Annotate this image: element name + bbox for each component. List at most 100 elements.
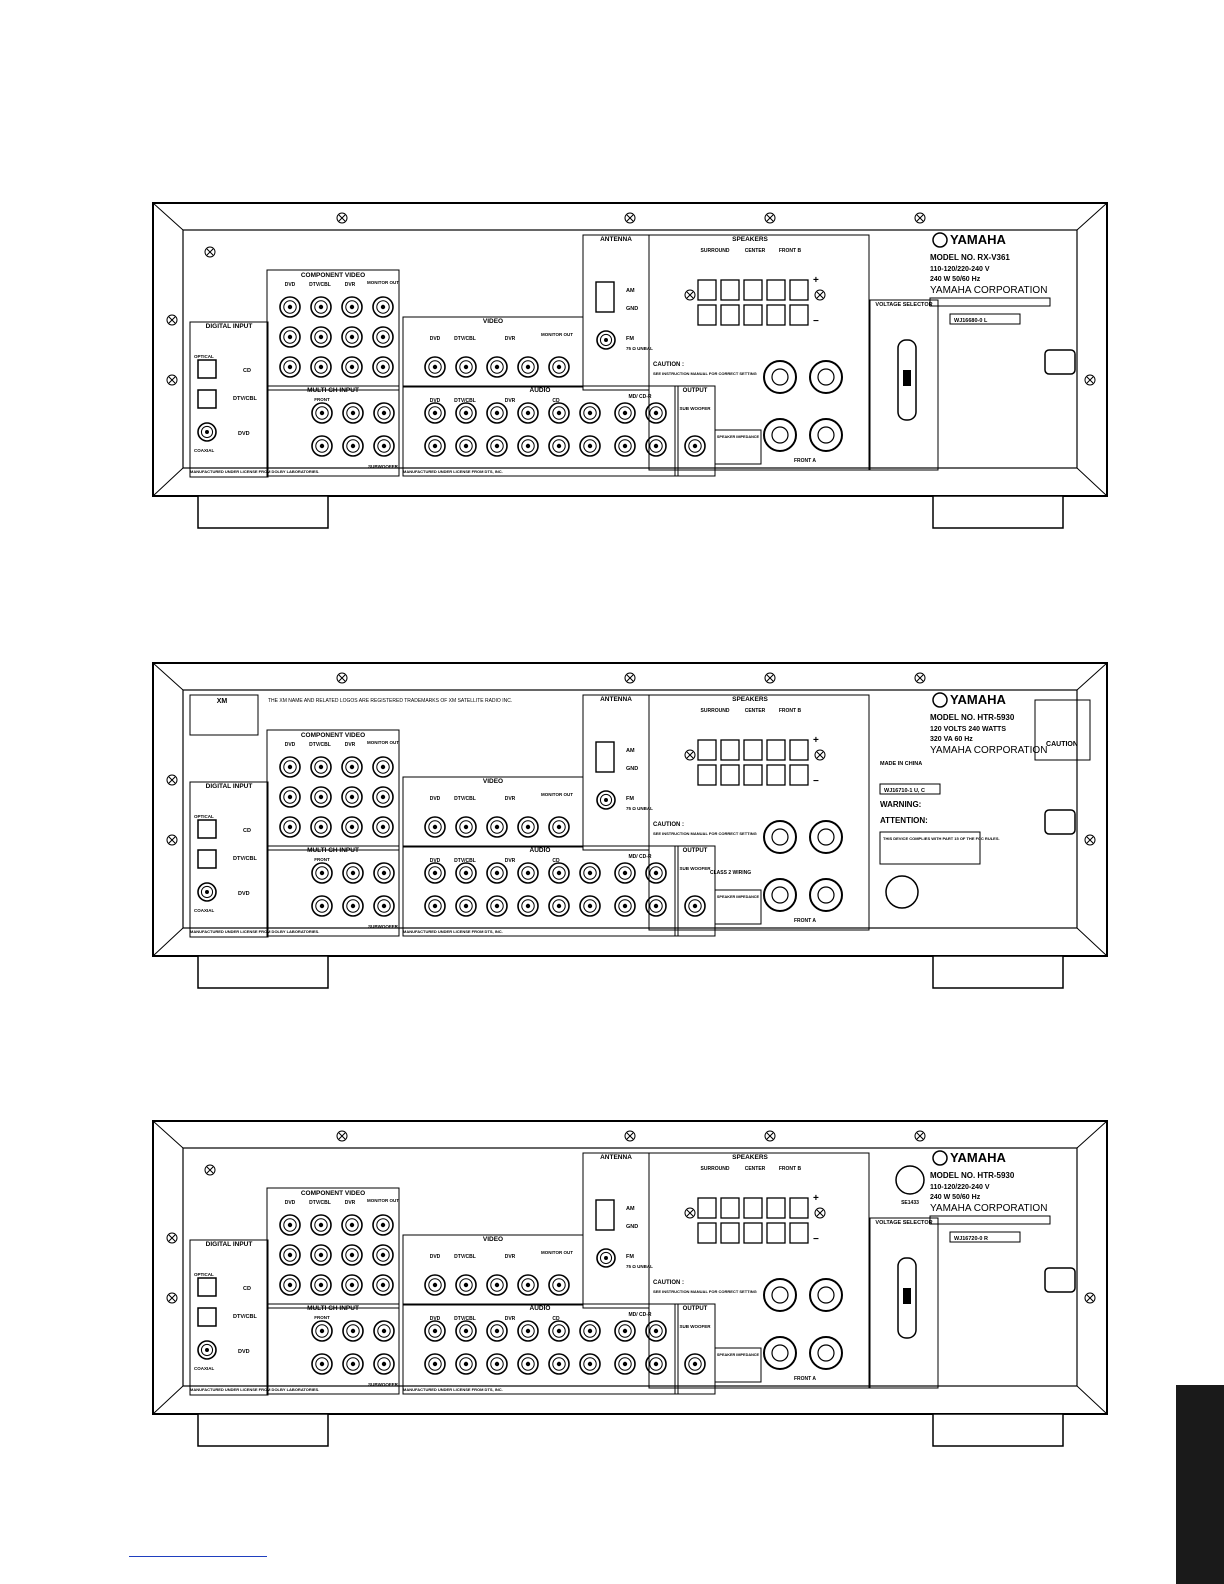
inner-panel-outline xyxy=(182,1147,1078,1387)
caution-label: CAUTION : xyxy=(653,822,684,828)
multi-subwoofer: SUBWOOFER xyxy=(368,464,398,469)
audio-dtv: DTV/CBL xyxy=(454,858,476,864)
coaxial-label: COAXIAL xyxy=(194,908,215,913)
power-rating-1: 120 VOLTS 240 WATTS xyxy=(930,726,1006,733)
antenna-label: ANTENNA xyxy=(600,236,632,243)
voltage-selector-section xyxy=(869,299,939,471)
audio-md-cdr: MD/ CD-R xyxy=(628,854,651,860)
component-video-section xyxy=(266,729,400,851)
component-dvd: DVD xyxy=(285,1200,296,1206)
audio-cd: CD xyxy=(552,1316,560,1322)
speaker-impedance-box xyxy=(714,429,762,465)
dolby-license-text: MANUFACTURED UNDER LICENSE FROM DOLBY LA… xyxy=(190,1387,319,1392)
certification-mark-icon xyxy=(885,875,919,909)
audio-dvr: DVR xyxy=(505,858,516,864)
coaxial-label: COAXIAL xyxy=(194,1366,215,1371)
optical-port-cd xyxy=(197,359,217,379)
multi-ch-input-section xyxy=(266,385,400,477)
speaker-terminal xyxy=(720,1197,740,1219)
panel-drawing: DIGITAL INPUTOPTICALCDDTV/CBLCOAXIALDVDC… xyxy=(152,202,1108,529)
video-dtv: DTV/CBL xyxy=(454,796,476,802)
component-monitor-out: MONITOR OUT xyxy=(367,1198,399,1203)
chassis-bevel xyxy=(152,662,1108,957)
video-dvr: DVR xyxy=(505,1254,516,1260)
gnd-label: GND xyxy=(626,306,638,312)
dts-license-text: MANUFACTURED UNDER LICENSE FROM DTS, INC… xyxy=(403,1387,503,1392)
sub-woofer-label: SUB WOOFER xyxy=(680,1324,712,1329)
serial-box xyxy=(879,783,941,795)
optical-label: OPTICAL xyxy=(194,1272,214,1277)
speaker-terminal xyxy=(743,1222,763,1244)
speaker-terminal xyxy=(789,739,809,761)
fm-ohm-label: 75 Ω UNBAL xyxy=(626,346,653,351)
speaker-front-a: FRONT A xyxy=(794,918,816,924)
am-gnd-terminal xyxy=(595,1199,615,1231)
voltage-selector-section xyxy=(869,1217,939,1389)
component-dvr: DVR xyxy=(345,282,356,288)
component-dvr: DVR xyxy=(345,742,356,748)
caution-text: SEE INSTRUCTION MANUAL FOR CORRECT SETTI… xyxy=(653,371,757,376)
serial-number: WJ16710-1 U, C xyxy=(884,788,925,794)
audio-label: AUDIO xyxy=(530,387,551,394)
speakers-section xyxy=(648,234,870,471)
multi-subwoofer: SUBWOOFER xyxy=(368,1382,398,1387)
sub-woofer-label: SUB WOOFER xyxy=(680,866,712,871)
speaker-terminal xyxy=(697,304,717,326)
left-foot xyxy=(197,495,329,529)
speakers-section xyxy=(648,1152,870,1389)
video-dtv: DTV/CBL xyxy=(454,1254,476,1260)
caution-label: CAUTION : xyxy=(653,1280,684,1286)
fm-label: FM xyxy=(626,1254,634,1260)
serial-number: WJ16720-0 R xyxy=(954,1236,988,1242)
right-foot xyxy=(932,955,1064,989)
multi-ch-label: MULTI CH INPUT xyxy=(307,1305,359,1312)
speaker-terminal xyxy=(720,279,740,301)
speakers-label: SPEAKERS xyxy=(732,696,768,703)
antenna-section xyxy=(582,234,650,391)
antenna-label: ANTENNA xyxy=(600,1154,632,1161)
video-monitor-out: MONITOR OUT xyxy=(541,1250,573,1255)
gnd-label: GND xyxy=(626,766,638,772)
audio-label: AUDIO xyxy=(530,847,551,854)
chassis-outline xyxy=(152,1120,1108,1415)
ac-cord-notch xyxy=(1044,1267,1076,1293)
speaker-surround: SURROUND xyxy=(701,1166,730,1172)
corporation-name: YAMAHA CORPORATION xyxy=(930,285,1047,296)
digital-input-label: DIGITAL INPUT xyxy=(206,323,253,330)
speaker-front-b: FRONT B xyxy=(779,1166,802,1172)
power-rating-2: 240 W 50/60 Hz xyxy=(930,276,981,283)
am-gnd-terminal xyxy=(595,741,615,773)
multi-subwoofer: SUBWOOFER xyxy=(368,924,398,929)
speaker-terminal xyxy=(789,279,809,301)
speaker-terminal xyxy=(743,739,763,761)
digital-dtv-label: DTV/CBL xyxy=(233,1314,257,1320)
digital-input-section xyxy=(189,781,269,938)
class2-label: CLASS 2 WIRING xyxy=(710,870,751,876)
speaker-surround: SURROUND xyxy=(701,708,730,714)
speaker-center: CENTER xyxy=(745,248,766,254)
plus-sign: + xyxy=(813,275,819,286)
speaker-terminal xyxy=(720,764,740,786)
video-dtv: DTV/CBL xyxy=(454,336,476,342)
fm-label: FM xyxy=(626,336,634,342)
voltage-switch-knob xyxy=(903,1288,911,1304)
component-dtv: DTV/CBL xyxy=(309,1200,331,1206)
speaker-center: CENTER xyxy=(745,1166,766,1172)
output-section xyxy=(674,845,716,937)
component-video-label: COMPONENT VIDEO xyxy=(301,1190,365,1197)
output-section xyxy=(674,385,716,477)
video-monitor-out: MONITOR OUT xyxy=(541,332,573,337)
speaker-terminal xyxy=(697,1222,717,1244)
speakers-section xyxy=(648,694,870,931)
dts-license-text: MANUFACTURED UNDER LICENSE FROM DTS, INC… xyxy=(403,469,503,474)
audio-section xyxy=(402,845,679,937)
speaker-surround: SURROUND xyxy=(701,248,730,254)
output-label: OUTPUT xyxy=(683,1306,708,1312)
barcode-area xyxy=(929,1215,1051,1225)
yamaha-emblem-icon xyxy=(932,1150,948,1166)
model-number: MODEL NO. HTR-5930 xyxy=(930,713,1015,722)
speaker-terminal xyxy=(743,304,763,326)
coaxial-label: COAXIAL xyxy=(194,448,215,453)
fcc-box xyxy=(879,831,981,865)
